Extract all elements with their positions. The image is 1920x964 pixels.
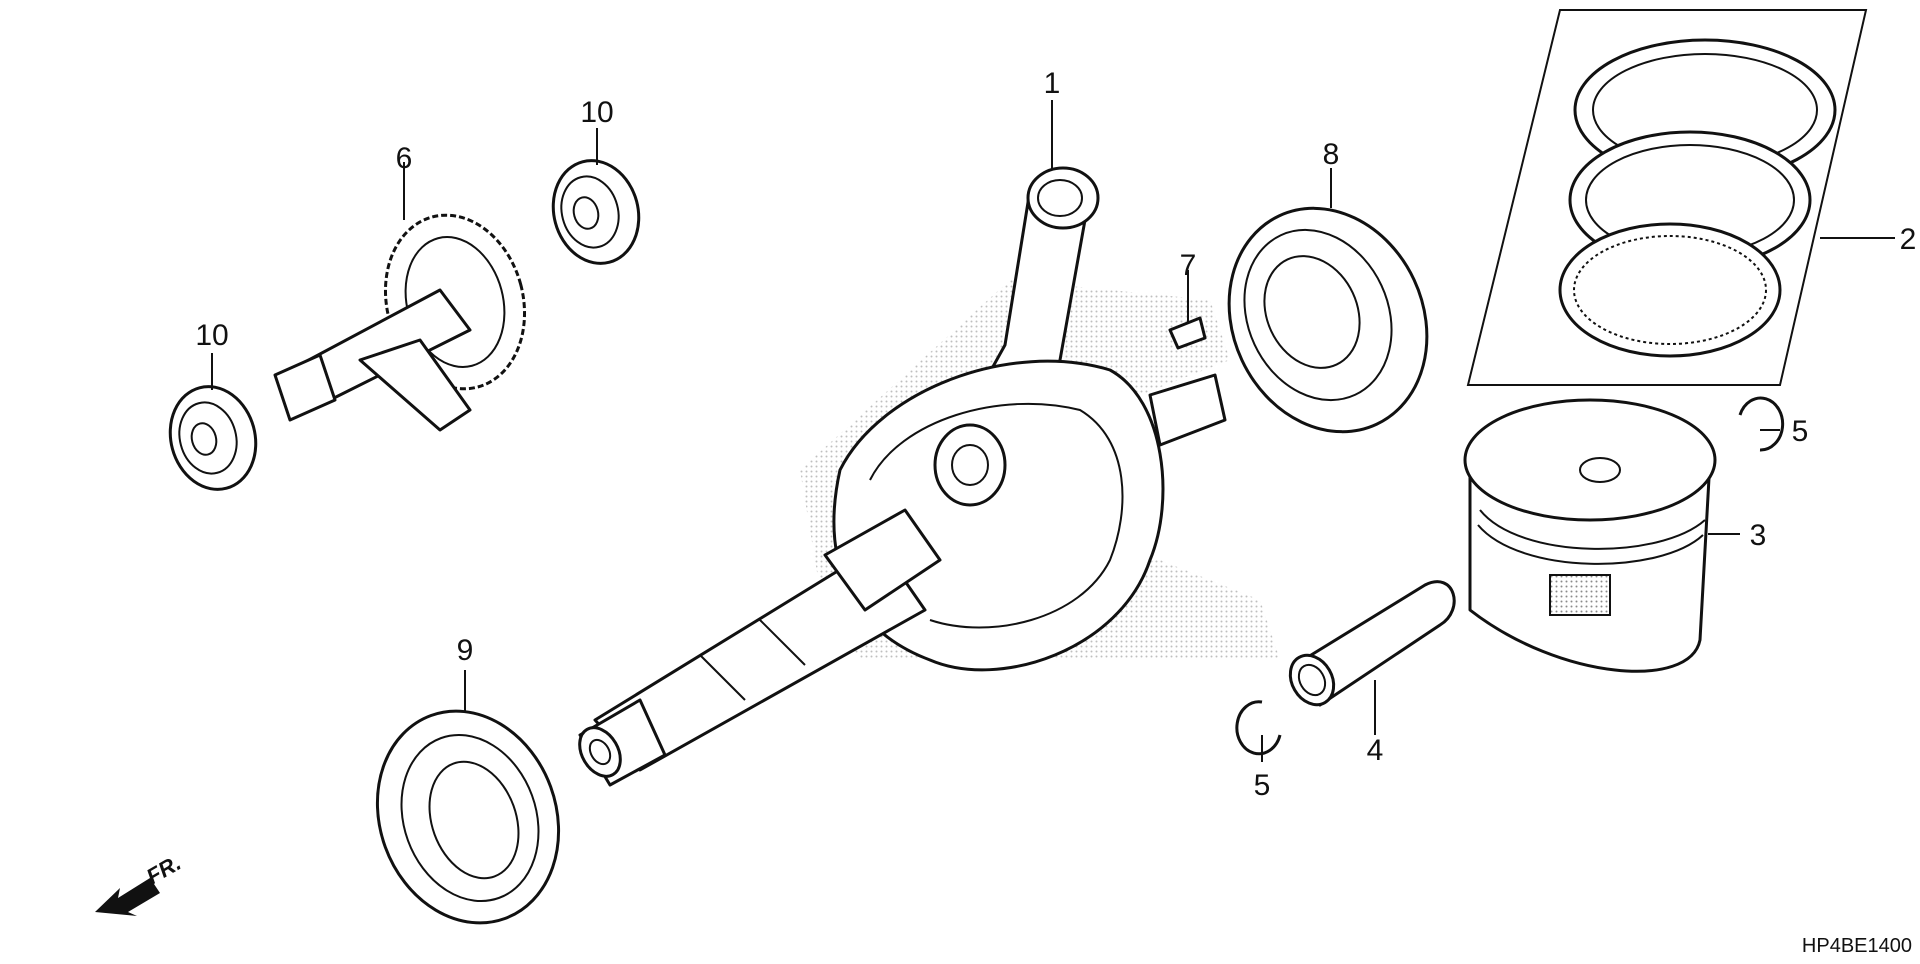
piston-pin-clip-upper <box>1738 396 1785 452</box>
small-bearing-upper <box>551 159 641 265</box>
callout-4: 4 <box>1367 734 1384 767</box>
piston <box>1463 398 1717 673</box>
front-direction-indicator: FR. <box>95 850 185 916</box>
piston-ring-set <box>1466 9 1868 386</box>
callout-10-lower: 10 <box>195 319 228 352</box>
bearing-right <box>1227 206 1429 434</box>
callout-8: 8 <box>1323 138 1340 171</box>
piston-pin <box>1288 580 1456 707</box>
balancer-shaft-gear <box>273 213 527 432</box>
callout-6: 6 <box>396 142 413 175</box>
callout-5-lower: 5 <box>1254 769 1271 802</box>
woodruff-key <box>1168 316 1207 350</box>
front-arrow-icon <box>95 878 160 916</box>
small-bearing-lower <box>168 385 258 491</box>
callout-7: 7 <box>1180 249 1197 282</box>
callout-9: 9 <box>457 634 474 667</box>
piston-pin-clip-lower <box>1235 700 1282 756</box>
leader-lines <box>211 100 1895 762</box>
callout-3: 3 <box>1750 519 1767 552</box>
diagram-code: HP4BE1400 <box>1802 935 1912 957</box>
bearing-left <box>375 709 561 925</box>
callout-10-upper: 10 <box>580 96 613 129</box>
callout-labels: 1 2 3 4 5 5 6 7 8 9 10 10 <box>195 67 1916 802</box>
callout-2: 2 <box>1900 223 1917 256</box>
crankshaft-assembly <box>578 166 1227 787</box>
callout-1: 1 <box>1044 67 1061 100</box>
callout-5-upper: 5 <box>1792 415 1809 448</box>
